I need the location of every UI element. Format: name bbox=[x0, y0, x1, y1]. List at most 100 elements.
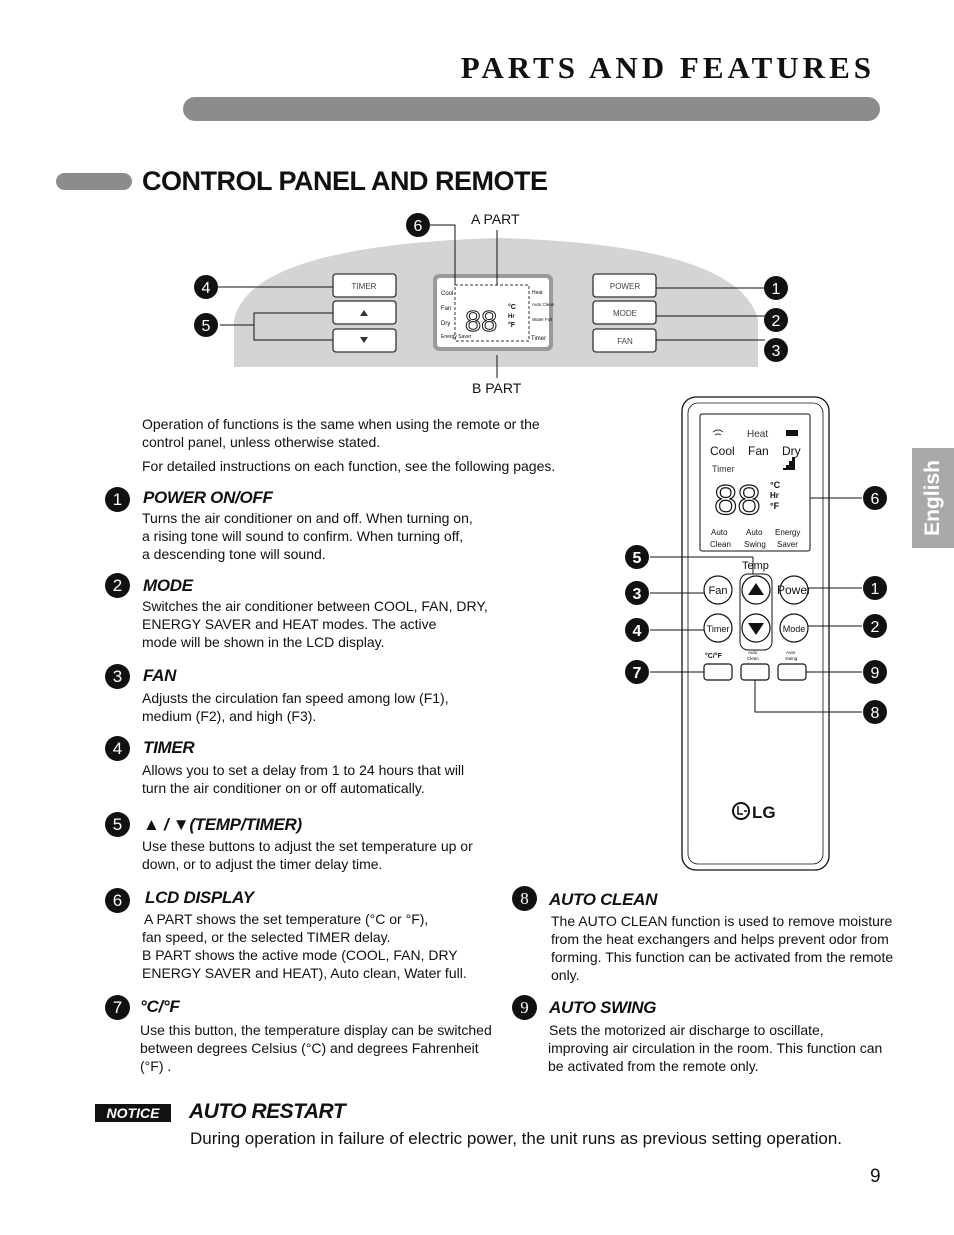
callout-8-remote bbox=[863, 700, 887, 724]
section-marker bbox=[56, 173, 132, 190]
panel-display bbox=[437, 278, 549, 347]
feature-1-line-1: Turns the air conditioner on and off. Wh… bbox=[142, 510, 473, 526]
section-title: CONTROL PANEL AND REMOTE bbox=[142, 166, 548, 196]
remote-display-energy-2: Saver bbox=[777, 540, 798, 549]
callout-2-panel bbox=[764, 308, 788, 332]
display-timer: Timer bbox=[531, 336, 546, 342]
feature-9-line-2: improving air circulation in the room. T… bbox=[548, 1040, 883, 1056]
feature-1-number: 1 bbox=[105, 487, 130, 512]
feature-3-number: 3 bbox=[105, 664, 130, 689]
remote-display-auto-swing-2: Swing bbox=[744, 540, 766, 549]
display-fan: Fan bbox=[441, 306, 451, 312]
remote-display-cool: Cool bbox=[710, 444, 735, 458]
callout-9-remote-num: 9 bbox=[871, 665, 880, 682]
panel-timer-label: TIMER bbox=[352, 282, 377, 291]
callout-9-remote bbox=[863, 660, 887, 684]
remote-auto-clean-button[interactable] bbox=[740, 663, 770, 681]
feature-9-title: AUTO SWING bbox=[549, 998, 657, 1017]
remote-power-button[interactable] bbox=[779, 575, 809, 605]
panel-timer-button[interactable] bbox=[332, 273, 397, 298]
remote-display-heat: Heat bbox=[747, 429, 768, 440]
remote-display-dry: Dry bbox=[782, 444, 801, 458]
feature-9-number: 9 bbox=[512, 995, 537, 1020]
feature-4-line-2: turn the air conditioner on or off autom… bbox=[142, 780, 425, 796]
remote-autoswing-small-1: Auto bbox=[786, 650, 796, 655]
lg-logo-text: LG bbox=[752, 803, 776, 822]
a-part-label: A PART bbox=[471, 211, 520, 227]
remote-cf-button[interactable] bbox=[703, 663, 733, 681]
remote-unit-f: °F bbox=[770, 501, 780, 511]
callout-5-panel-num: 5 bbox=[202, 318, 211, 335]
callout-7-remote bbox=[625, 660, 649, 684]
remote-temp-label: Temp bbox=[742, 560, 769, 572]
feature-6-number: 6 bbox=[105, 888, 130, 913]
feature-3-title: FAN bbox=[143, 666, 177, 685]
remote-display-digits: 88 bbox=[714, 476, 761, 523]
callout-2-remote bbox=[863, 614, 887, 638]
feature-1-line-2: a rising tone will sound to confirm. Whe… bbox=[142, 528, 464, 544]
feature-5-number: 5 bbox=[105, 812, 130, 837]
remote-mode-button[interactable] bbox=[779, 613, 809, 643]
remote-up-arrow-icon bbox=[748, 583, 764, 595]
remote-power-label: Power bbox=[777, 583, 811, 597]
callout-7-remote-num: 7 bbox=[633, 665, 642, 682]
remote-auto-swing-button[interactable] bbox=[777, 663, 807, 681]
language-tab: English bbox=[912, 448, 954, 548]
remote-mode-label: Mode bbox=[783, 624, 806, 634]
callout-4-panel-num: 4 bbox=[202, 280, 211, 297]
feature-5-line-1: Use these buttons to adjust the set temp… bbox=[142, 838, 473, 854]
panel-mode-button[interactable] bbox=[592, 300, 657, 325]
callout-6-panel-num: 6 bbox=[414, 218, 423, 235]
remote-unit-hr: Hr bbox=[770, 491, 779, 500]
feature-3-line-2: medium (F2), and high (F3). bbox=[142, 708, 317, 724]
feature-1-title: POWER ON/OFF bbox=[143, 488, 273, 507]
feature-2-line-2: ENERGY SAVER and HEAT modes. The active bbox=[142, 616, 437, 632]
remote-display bbox=[699, 413, 811, 552]
remote-diagram: Heat Cool Fan Dry Timer 88 °C Hr °F Auto… bbox=[625, 396, 887, 871]
display-a-part-region bbox=[454, 284, 530, 342]
feature-1-line-3: a descending tone will sound. bbox=[142, 546, 326, 562]
callout-6-remote-num: 6 bbox=[871, 491, 880, 508]
remote-temp-rocker bbox=[739, 573, 773, 651]
feature-6-line-4: ENERGY SAVER and HEAT), Auto clean, Wate… bbox=[142, 965, 467, 981]
display-cool: Cool bbox=[441, 291, 453, 297]
display-energy-saver: Energy Saver bbox=[441, 334, 472, 340]
display-digits: 88 bbox=[465, 306, 497, 338]
callout-5-remote-num: 5 bbox=[633, 550, 642, 567]
feature-7-line-2: between degrees Celsius (°C) and degrees… bbox=[140, 1040, 479, 1056]
feature-2-number: 2 bbox=[105, 573, 130, 598]
display-unit-c: °C bbox=[508, 303, 516, 311]
feature-6-line-3: B PART shows the active mode (COOL, FAN,… bbox=[142, 947, 458, 963]
callout-8-remote-num: 8 bbox=[871, 705, 880, 722]
remote-timer-button[interactable] bbox=[703, 613, 733, 643]
panel-leader-lines bbox=[218, 224, 765, 378]
intro-line-1: Operation of functions is the same when … bbox=[142, 416, 540, 432]
feature-2-title: MODE bbox=[143, 576, 193, 595]
feature-7-line-1: Use this button, the temperature display… bbox=[140, 1022, 492, 1038]
callout-6-remote bbox=[863, 486, 887, 510]
control-panel-diagram: TIMER POWER MODE FAN Cool Fan Dry Energy… bbox=[194, 211, 788, 396]
callout-1-panel-num: 1 bbox=[772, 281, 781, 298]
feature-8-line-1: The AUTO CLEAN function is used to remov… bbox=[551, 913, 893, 929]
remote-autoclean-small-2: Clean bbox=[747, 656, 759, 661]
lg-logo-icon bbox=[732, 802, 750, 820]
remote-leader-lines bbox=[650, 497, 862, 713]
feature-6-line-1: A PART shows the set temperature (°C or … bbox=[144, 911, 429, 927]
display-heat: Heat bbox=[532, 290, 543, 296]
feature-7-number: 7 bbox=[105, 995, 130, 1020]
remote-unit-c: °C bbox=[770, 480, 781, 490]
feature-5-line-2: down, or to adjust the timer delay time. bbox=[142, 856, 383, 872]
remote-fan-button[interactable] bbox=[703, 575, 733, 605]
remote-autoclean-small-1: Auto bbox=[748, 650, 758, 655]
down-arrow-icon bbox=[360, 337, 368, 343]
panel-power-button[interactable] bbox=[592, 273, 657, 298]
notice-badge: NOTICE bbox=[95, 1104, 171, 1122]
display-dry: Dry bbox=[441, 321, 450, 327]
callout-4-remote bbox=[625, 618, 649, 642]
remote-timer-label: Timer bbox=[707, 624, 730, 634]
remote-cf-label: °C/°F bbox=[705, 652, 723, 660]
feature-2-line-3: mode will be shown in the LCD display. bbox=[142, 634, 385, 650]
callout-1-remote bbox=[863, 576, 887, 600]
remote-inner-outline bbox=[687, 402, 824, 865]
remote-down-arrow-icon bbox=[748, 623, 764, 635]
